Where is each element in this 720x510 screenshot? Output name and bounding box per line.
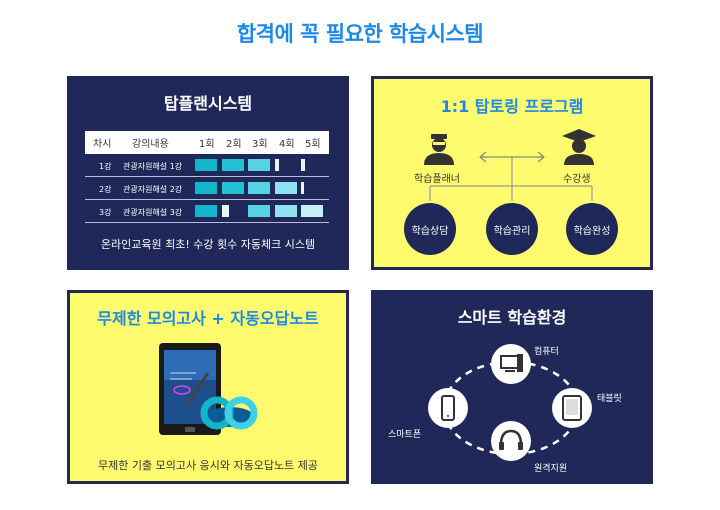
progress-bar [195,182,217,194]
progress-bar [248,182,270,194]
header-round-2: 2회 [226,139,242,150]
computer-node [491,344,531,384]
page-title: 합격에 꼭 필요한 학습시스템 [236,22,484,46]
header-round-3: 3회 [252,139,268,150]
attendance-table: 차시 강의내용 1회 2회 3회 4회 5회 1강 관광자원해설 1강 2강 관… [85,131,329,223]
progress-bar [248,205,270,217]
progress-bar [301,182,304,194]
progress-bar [195,159,217,171]
smartphone-node [428,388,468,428]
remote-support-node [491,421,531,461]
header-content: 강의내용 [132,139,169,150]
table-header: 차시 강의내용 1회 2회 3회 4회 5회 [85,131,329,154]
connector-lines [429,157,593,201]
row-content: 관광자원해설 1강 [123,162,183,171]
student-label: 수강생 [563,174,591,185]
progress-bar [248,159,270,171]
table-row: 1강 관광자원해설 1강 [85,154,329,177]
progress-bar [275,159,279,171]
header-round-4: 4회 [279,139,295,150]
smart-env-title: 스마트 학습환경 [457,308,567,327]
row-content: 관광자원해설 2강 [123,185,183,194]
mock-exam-panel: 무제한 모의고사 + 자동오답노트 무제한 기출 모의고사 응시와 자동오답노트… [67,290,349,484]
progress-bar [301,159,305,171]
top-plan-panel: 탑플랜시스템 차시 강의내용 1회 2회 3회 4회 5회 1강 관광자원해설 … [67,76,349,270]
progress-bar [195,205,217,217]
progress-bar [301,205,323,217]
planner-label: 학습플래너 [414,174,460,185]
table-row: 3강 관광자원해설 3강 [85,200,329,223]
smartphone-icon [441,395,455,421]
row-content: 관광자원해설 3강 [123,208,183,217]
top-plan-title: 탑플랜시스템 [163,94,253,113]
mentoring-title: 1:1 탑토링 프로그램 [440,97,584,116]
row-session: 2강 [99,185,112,194]
infinity-logo-icon [200,396,258,430]
stylus-icon [186,372,210,404]
remote-label: 원격지원 [534,464,568,474]
headset-icon [499,429,523,450]
header-round-5: 5회 [305,139,321,150]
planner-icon [424,134,454,165]
row-session: 1강 [99,162,112,171]
student-icon [562,129,596,165]
top-plan-caption: 온라인교육원 최초! 수강 횟수 자동체크 시스템 [100,238,316,251]
computer-icon [500,354,523,372]
mentoring-panel: 1:1 탑토링 프로그램 학습플래너 수강생 [371,76,653,270]
progress-bar [222,205,229,217]
header-round-1: 1회 [199,139,215,150]
progress-bar [275,182,297,194]
progress-bar [222,159,244,171]
progress-bar [275,205,297,217]
header-session: 차시 [93,139,112,150]
tablet-label: 태블릿 [597,394,622,404]
computer-label: 컴퓨터 [534,347,559,357]
row-session: 3강 [99,208,112,217]
tablet-node [552,388,592,428]
step-manage: 학습관리 [486,203,538,255]
tablet-icon [562,395,582,421]
tablet-icon [159,343,221,435]
progress-bar [222,182,244,194]
step-consult: 학습상담 [404,203,456,255]
smart-env-panel: 스마트 학습환경 컴퓨터 태블릿 원격지원 스마트폰 [371,290,653,484]
mentoring-diagram [424,129,596,201]
step-complete: 학습완성 [566,203,618,255]
tablet-illustration [159,343,258,435]
smartphone-label: 스마트폰 [388,430,422,440]
mock-exam-title: 무제한 모의고사 + 자동오답노트 [97,309,319,328]
mock-exam-caption: 무제한 기출 모의고사 응시와 자동오답노트 제공 [98,459,318,472]
table-row: 2강 관광자원해설 2강 [85,177,329,200]
